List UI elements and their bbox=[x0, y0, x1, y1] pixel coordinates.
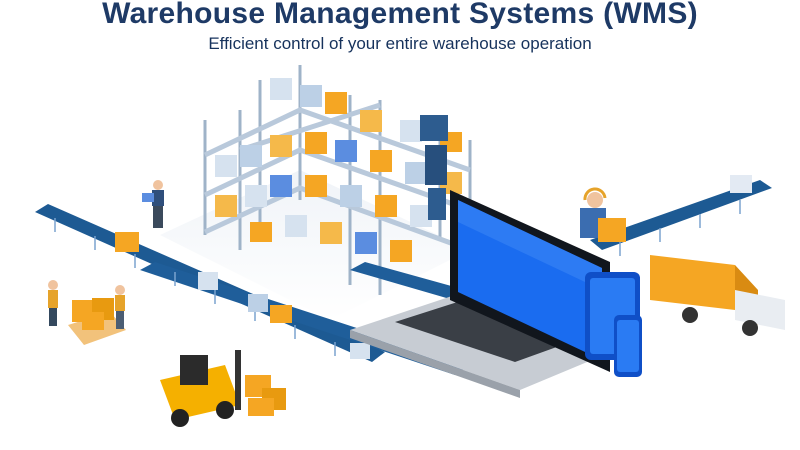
warehouse-rack-icon bbox=[203, 65, 472, 295]
pallet-icon bbox=[68, 298, 126, 345]
forklift-icon bbox=[160, 350, 286, 427]
forklift-boxes bbox=[245, 375, 286, 416]
warehouse-floor bbox=[160, 170, 470, 320]
rack-boxes bbox=[215, 78, 462, 262]
workers-icon bbox=[48, 180, 626, 329]
page-title: Warehouse Management Systems (WMS) bbox=[102, 0, 698, 30]
laptop-icon bbox=[350, 290, 640, 398]
server-tower-icon bbox=[420, 115, 448, 220]
delivery-truck-icon bbox=[650, 255, 785, 336]
page-subtitle: Efficient control of your entire warehou… bbox=[208, 34, 592, 53]
monitor-icon bbox=[450, 190, 610, 372]
worker-middle bbox=[115, 285, 125, 329]
worker-left bbox=[48, 280, 58, 326]
phone-icon bbox=[614, 315, 642, 377]
worker-headset bbox=[580, 187, 626, 242]
worker-carrying-box bbox=[142, 180, 164, 228]
